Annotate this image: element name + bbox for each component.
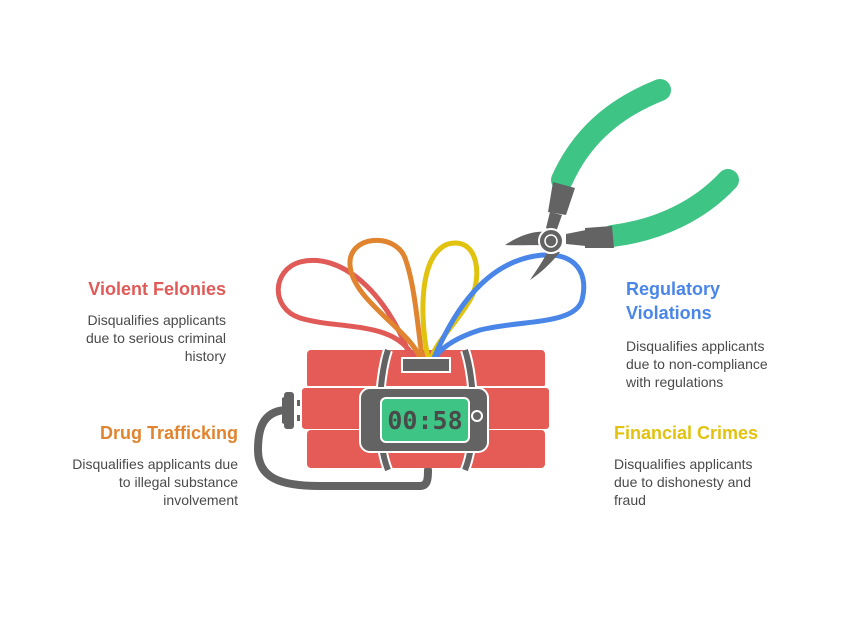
item-description: Disqualifies applicants due to illegal s…	[72, 456, 238, 508]
wire-blue	[431, 252, 587, 361]
item-violent-felonies: Violent Felonies Disqualifies applicants…	[40, 277, 226, 365]
item-title: Violent Felonies	[88, 279, 226, 299]
item-description: Disqualifies applicants due to dishonest…	[614, 456, 753, 508]
item-title: Financial Crimes	[614, 423, 759, 443]
wire-connector	[401, 357, 451, 373]
timer-button	[471, 410, 483, 422]
item-drug-trafficking: Drug Trafficking Disqualifies applicants…	[40, 421, 238, 509]
wires	[275, 237, 587, 361]
item-description: Disqualifies applicants due to serious c…	[85, 312, 226, 364]
item-title: Drug Trafficking	[99, 423, 238, 443]
pliers-handle-lower	[601, 169, 739, 247]
item-financial-crimes: Financial Crimes Disqualifies applicants…	[614, 421, 814, 509]
item-regulatory-violations: Regulatory Violations Disqualifies appli…	[626, 277, 826, 391]
plug-icon	[282, 392, 301, 429]
item-title: Regulatory Violations	[626, 279, 721, 323]
pliers-handle-upper	[551, 79, 671, 191]
item-description: Disqualifies applicants due to non-compl…	[626, 338, 768, 390]
wire-cutter-pliers-icon	[505, 79, 739, 280]
wire-orange	[347, 237, 425, 361]
wire-red	[275, 258, 417, 361]
power-cable	[253, 406, 432, 490]
timer-screen	[380, 397, 470, 443]
timer-display: 00:58	[387, 406, 462, 435]
